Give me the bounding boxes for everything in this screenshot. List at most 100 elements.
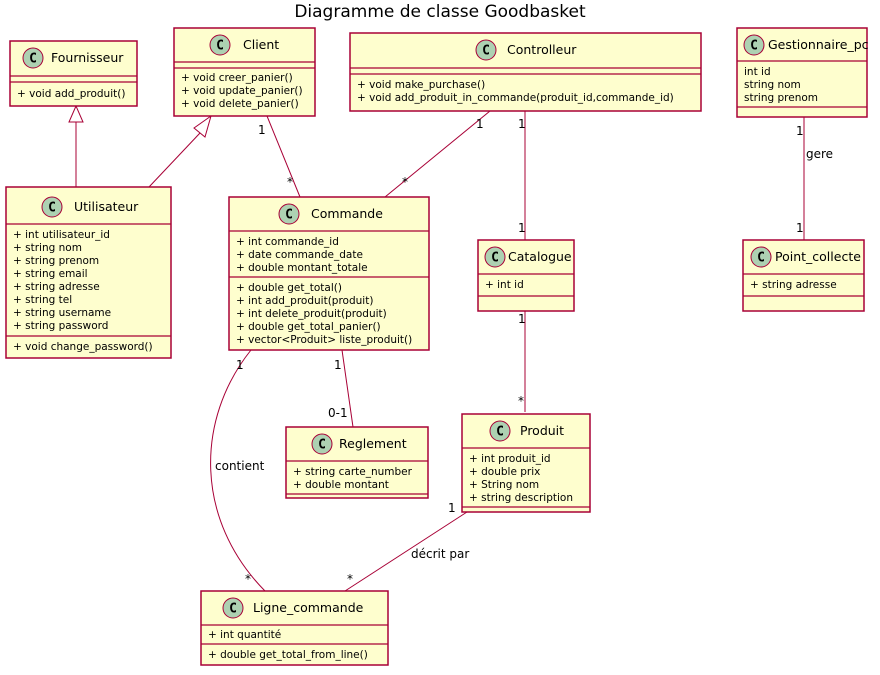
class-attribute: + string username <box>13 307 111 319</box>
class-attribute: + date commande_date <box>236 249 363 261</box>
class-type-icon <box>278 203 300 225</box>
class-type-icon <box>475 39 497 61</box>
diagram-title: Diagramme de classe Goodbasket <box>294 2 586 22</box>
class-attribute: + string nom <box>13 242 82 254</box>
edge-labels: 1 * 1 * 1 1 1 gere 1 1 * 1 0-1 1 contien… <box>215 117 833 586</box>
class-name: Controlleur <box>507 42 577 57</box>
class-name: Client <box>243 37 279 52</box>
class-attribute: + int id <box>485 279 524 291</box>
edge-client-commande <box>266 115 301 198</box>
mult-commande-reglement-from: 1 <box>334 358 342 372</box>
class-member: string nom <box>744 79 801 91</box>
class-produit[interactable]: C Produit + int produit_id + double prix… <box>461 413 591 513</box>
mult-gestionnaire-point-to: 1 <box>796 221 804 235</box>
svg-text:C: C <box>229 602 237 617</box>
class-gestionnaire-pc[interactable]: C Gestionnaire_pc int id string nom stri… <box>736 27 869 118</box>
class-attribute: + int utilisateur_id <box>13 229 110 241</box>
mult-catalogue-produit-to: * <box>518 394 524 408</box>
class-member: + void update_panier() <box>181 85 303 97</box>
class-commande[interactable]: C Commande + int commande_id + date comm… <box>228 196 430 351</box>
class-method: + int add_produit(produit) <box>236 295 373 307</box>
class-type-icon <box>311 433 333 455</box>
class-method: + int delete_produit(produit) <box>236 308 387 320</box>
class-attribute: + string carte_number <box>293 466 413 478</box>
inheritance-arrow-client <box>193 114 212 138</box>
class-fournisseur[interactable]: C Fournisseur + void add_produit() <box>9 40 138 107</box>
svg-text:C: C <box>29 52 37 67</box>
class-client[interactable]: C Client + void creer_panier() + void up… <box>173 27 316 117</box>
class-attribute: + string adresse <box>750 279 837 291</box>
svg-text:C: C <box>318 438 326 453</box>
svg-text:C: C <box>496 425 504 440</box>
label-gere: gere <box>806 147 833 161</box>
class-member: + void add_produit() <box>17 88 125 100</box>
class-method: + vector<Produit> liste_produit() <box>236 334 412 346</box>
class-attribute: + String nom <box>469 479 539 491</box>
mult-gestionnaire-point-from: 1 <box>796 124 804 138</box>
mult-produit-ligne-from: 1 <box>448 501 456 515</box>
class-member: int id <box>744 66 771 78</box>
class-type-icon <box>743 34 765 56</box>
class-attribute: + int quantité <box>208 629 281 641</box>
mult-client-commande-to: * <box>287 175 293 189</box>
mult-commande-ligne-from: 1 <box>236 358 244 372</box>
class-attribute: + string tel <box>13 294 72 306</box>
mult-produit-ligne-to: * <box>347 572 353 586</box>
class-method: + double get_total() <box>236 282 342 294</box>
class-name: Point_collecte <box>775 249 861 264</box>
inheritance-arrow-fournisseur <box>68 104 84 123</box>
class-type-icon <box>750 246 772 268</box>
mult-client-commande-from: 1 <box>258 123 266 137</box>
edge-utilisateur-client <box>148 132 201 188</box>
svg-text:C: C <box>482 44 490 59</box>
class-point-collecte[interactable]: C Point_collecte + string adresse <box>742 239 865 312</box>
class-utilisateur[interactable]: C Utilisateur + int utilisateur_id + str… <box>5 186 172 359</box>
class-type-icon <box>489 420 511 442</box>
mult-controlleur-commande-from: 1 <box>476 117 484 131</box>
class-method: + void change_password() <box>13 341 153 353</box>
class-type-icon <box>209 34 231 56</box>
svg-text:C: C <box>216 39 224 54</box>
label-contient: contient <box>215 459 265 473</box>
mult-commande-reglement-to: 0-1 <box>328 406 348 420</box>
class-member: + void delete_panier() <box>181 98 299 110</box>
class-name: Reglement <box>339 436 407 451</box>
class-ligne-commande[interactable]: C Ligne_commande + int quantité + double… <box>200 590 389 666</box>
svg-text:C: C <box>48 201 56 216</box>
label-decrit-par: décrit par <box>411 547 469 561</box>
class-type-icon <box>222 597 244 619</box>
class-name: Gestionnaire_pc <box>768 37 869 52</box>
class-method: + double get_total_panier() <box>236 321 381 333</box>
class-attribute: + string password <box>13 320 108 332</box>
class-reglement[interactable]: C Reglement + string carte_number + doub… <box>285 426 429 499</box>
class-attribute: + int produit_id <box>469 453 551 465</box>
mult-commande-ligne-to: * <box>245 572 251 586</box>
svg-text:C: C <box>285 208 293 223</box>
mult-controlleur-commande-to: * <box>402 175 408 189</box>
edge-produit-ligne <box>344 511 468 592</box>
edge-commande-reglement <box>341 349 354 428</box>
class-catalogue[interactable]: C Catalogue + int id <box>477 239 575 312</box>
mult-controlleur-catalogue-from: 1 <box>518 117 526 131</box>
edge-commande-ligne <box>210 349 266 592</box>
class-attribute: + int commande_id <box>236 236 339 248</box>
class-attribute: + string email <box>13 268 88 280</box>
class-name: Commande <box>311 206 383 221</box>
class-attribute: + string prenom <box>13 255 99 267</box>
class-name: Produit <box>520 423 564 438</box>
class-controlleur[interactable]: C Controlleur + void make_purchase() + v… <box>349 32 702 112</box>
svg-text:C: C <box>491 251 499 266</box>
class-type-icon <box>22 47 44 69</box>
class-attribute: + double prix <box>469 466 540 478</box>
class-name: Utilisateur <box>74 199 139 214</box>
class-type-icon <box>484 246 506 268</box>
class-attribute: + double montant_totale <box>236 262 368 274</box>
mult-controlleur-catalogue-to: 1 <box>518 221 526 235</box>
class-name: Catalogue <box>508 249 572 264</box>
edge-controlleur-commande <box>384 110 491 198</box>
mult-catalogue-produit-from: 1 <box>518 312 526 326</box>
class-member: string prenom <box>744 92 818 104</box>
class-attribute: + double montant <box>293 479 389 491</box>
class-attribute: + string description <box>469 492 573 504</box>
